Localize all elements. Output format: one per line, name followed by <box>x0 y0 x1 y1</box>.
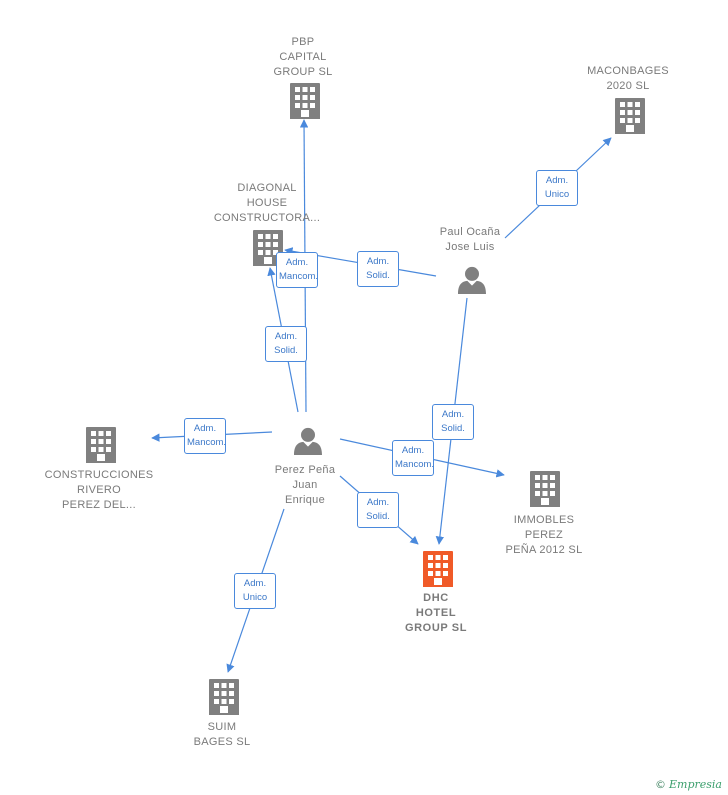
node-label-line: PBP <box>291 36 315 48</box>
node-label-immobles-perez[interactable]: IMMOBLES PEREZ PEÑA 2012 SL <box>488 513 600 558</box>
node-label-line: 2020 SL <box>606 80 650 92</box>
building-icon[interactable] <box>207 679 241 715</box>
edge-label-perez-construcciones: Adm. Mancom. <box>184 418 226 454</box>
node-label-suim-bages[interactable]: SUIM BAGES SL <box>172 720 272 750</box>
building-icon[interactable] <box>421 551 455 587</box>
node-label-construcciones-rivero[interactable]: CONSTRUCCIONES RIVERO PEREZ DEL... <box>34 468 164 513</box>
node-label-diagonal-house[interactable]: DIAGONAL HOUSE CONSTRUCTORA... <box>200 181 334 226</box>
edge-label-line: Adm. <box>441 409 465 420</box>
edge-label-line: Adm. <box>193 423 217 434</box>
edge-label-paul-diagonal: Adm. Solid. <box>357 251 399 287</box>
node-label-line: IMMOBLES <box>513 514 575 526</box>
edge-label-perez-dhc: Adm. Solid. <box>357 492 399 528</box>
node-label-line: PEREZ DEL... <box>62 499 136 511</box>
node-label-line: DHC <box>423 592 449 604</box>
edge-label-line: Solid. <box>366 511 390 522</box>
edge-label-line: Mancom. <box>395 459 435 470</box>
edge-label-line: Adm. <box>243 578 267 589</box>
edge-label-line: Mancom. <box>187 437 227 448</box>
edge-label-line: Solid. <box>366 270 390 281</box>
node-label-line: Paul Ocaña <box>439 226 501 238</box>
person-icon[interactable] <box>458 266 486 294</box>
edge-label-line: Unico <box>544 189 570 200</box>
edge-label-line: Adm. <box>274 331 298 342</box>
brand-footer: ©Empresia <box>655 778 722 791</box>
edge-label-line: Unico <box>242 592 268 603</box>
edge-label-line: Solid. <box>274 345 298 356</box>
node-label-line: MACONBAGES <box>587 65 669 77</box>
person-icon[interactable] <box>294 427 322 455</box>
node-label-line: Enrique <box>284 494 325 506</box>
building-icon[interactable] <box>613 98 647 134</box>
node-label-line: PEÑA 2012 SL <box>505 544 583 556</box>
node-label-line: HOUSE <box>246 197 288 209</box>
edge-label-paul-dhc: Adm. Solid. <box>432 404 474 440</box>
edge-label-line: Adm. <box>285 257 309 268</box>
node-label-line: GROUP SL <box>404 622 468 634</box>
edge-label-perez-diagonal: Adm. Solid. <box>265 326 307 362</box>
node-label-line: CAPITAL <box>279 51 327 63</box>
node-label-pbp-capital[interactable]: PBP CAPITAL GROUP SL <box>253 35 353 80</box>
node-label-line: Perez Peña <box>274 464 336 476</box>
node-label-maconbages[interactable]: MACONBAGES 2020 SL <box>570 64 686 94</box>
edge-label-line: Adm. <box>545 175 569 186</box>
building-icon[interactable] <box>84 427 118 463</box>
node-label-line: Juan <box>292 479 318 491</box>
node-label-dhc-hotel[interactable]: DHC HOTEL GROUP SL <box>386 591 486 636</box>
node-label-line: GROUP SL <box>273 66 333 78</box>
node-label-line: CONSTRUCCIONES <box>44 469 154 481</box>
edge-label-perez-suim: Adm. Unico <box>234 573 276 609</box>
node-label-line: RIVERO <box>77 484 121 496</box>
edge-label-line: Adm. <box>366 256 390 267</box>
copyright-icon: © <box>655 778 666 791</box>
node-label-line: Jose Luis <box>445 241 495 253</box>
brand-name: Empresia <box>669 778 722 791</box>
node-label-line: PEREZ <box>524 529 564 541</box>
building-icon[interactable] <box>528 471 562 507</box>
node-label-line: HOTEL <box>415 607 457 619</box>
building-icon[interactable] <box>288 83 322 119</box>
edge-label-line: Adm. <box>366 497 390 508</box>
edge-label-line: Adm. <box>401 445 425 456</box>
edge-label-paul-maconbages: Adm. Unico <box>536 170 578 206</box>
node-label-line: SUIM <box>207 721 237 733</box>
edge-label-line: Solid. <box>441 423 465 434</box>
node-label-line: CONSTRUCTORA... <box>213 212 321 224</box>
node-label-line: BAGES SL <box>193 736 251 748</box>
edge-label-perez-pbp: Adm. Mancom. <box>276 252 318 288</box>
node-label-line: DIAGONAL <box>237 182 297 194</box>
edge-label-line: Mancom. <box>279 271 319 282</box>
edge-label-perez-immobles: Adm. Mancom. <box>392 440 434 476</box>
